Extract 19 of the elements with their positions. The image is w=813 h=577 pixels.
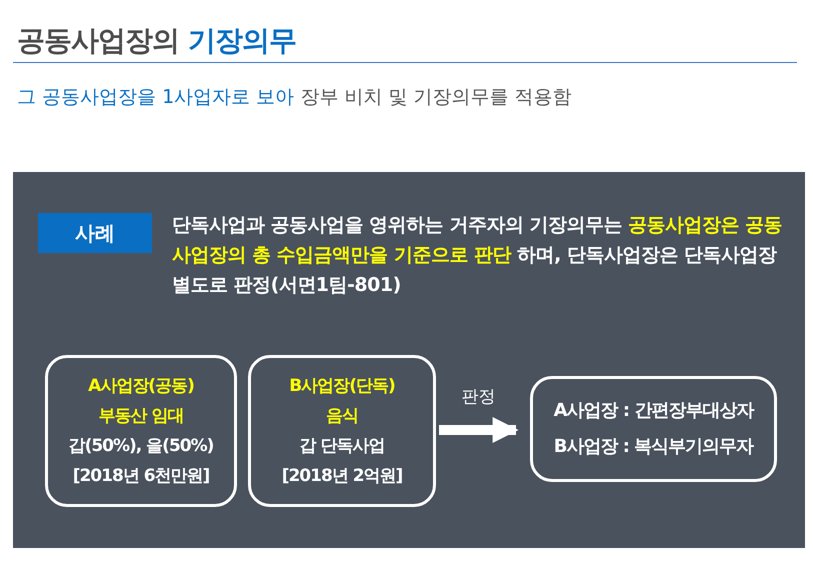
card-text: 갑(50%), 을(50%) bbox=[68, 435, 214, 458]
case-description: 단독사업과 공동사업을 영위하는 거주자의 기장의무는 공동사업장은 공동사업장의 총 수입금액만을 기준으로 판단 하며, 단독사업장은 단독사업장 별도로 판정(서면1팀-801) bbox=[172, 213, 784, 298]
card-text: B사업장 : 복식부기의무자 bbox=[554, 435, 754, 459]
card-text: [2018년 6천만원] bbox=[72, 465, 210, 488]
card-text: 갑 단독사업 bbox=[300, 435, 384, 458]
result-card bbox=[530, 376, 777, 482]
business-card bbox=[248, 355, 436, 507]
case-tag: 사례 bbox=[38, 213, 152, 253]
slide-title: 공동사업장의 기장의무 bbox=[17, 23, 296, 59]
card-text: A사업장 : 간편장부대상자 bbox=[554, 399, 754, 423]
card-heading: A사업장(공동) bbox=[88, 375, 194, 398]
card-heading: B사업장(단독) bbox=[289, 375, 395, 398]
subtitle-text: 그 공동사업장을 1사업자로 보아 장부 비치 및 기장의무를 적용함 bbox=[17, 85, 572, 110]
card-heading: 부동산 임대 bbox=[98, 405, 184, 428]
arrow bbox=[439, 417, 519, 443]
business-card bbox=[45, 355, 237, 507]
card-heading: 음식 bbox=[326, 405, 358, 428]
card-text: [2018년 2억원] bbox=[282, 465, 402, 488]
case-panel bbox=[13, 172, 805, 548]
